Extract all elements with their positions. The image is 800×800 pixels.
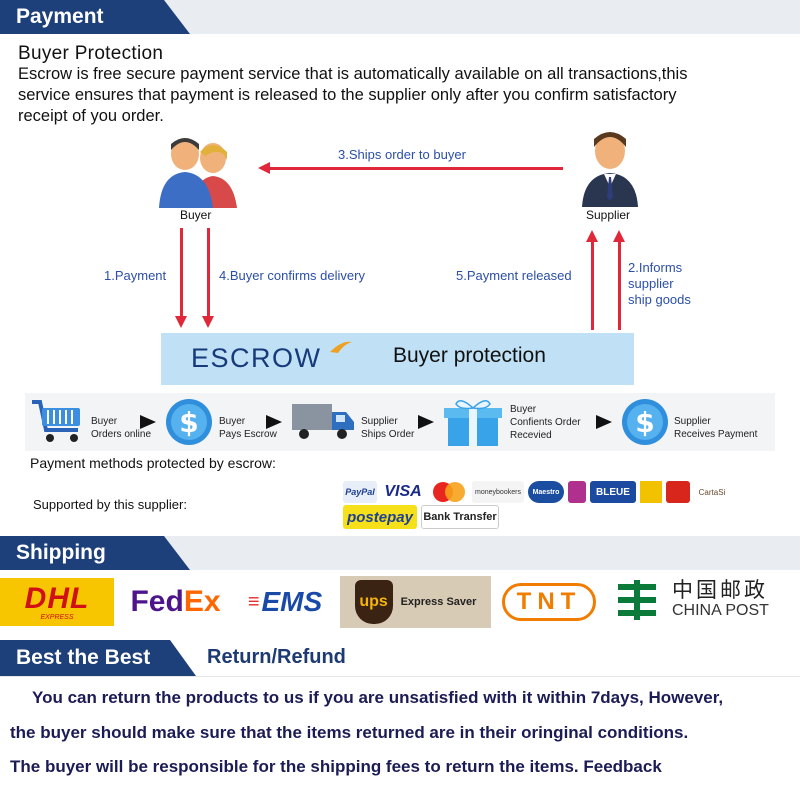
visa-logo: VISA <box>380 481 426 503</box>
buyer-protection-heading: Buyer Protection <box>18 43 164 64</box>
buyer-people-icon <box>155 130 245 210</box>
step-arrow-icon <box>418 415 434 429</box>
truck-icon <box>290 400 356 442</box>
dollar-coin-icon: $ <box>164 397 214 447</box>
paypal-logo: PayPal <box>343 481 377 503</box>
escrow-label: ESCROW <box>191 343 322 373</box>
postepay-logo: postepay <box>343 505 417 529</box>
svg-text:$: $ <box>179 406 198 439</box>
return-refund-title: Return/Refund <box>207 646 346 668</box>
ems-logo: ≡EMS <box>247 586 323 617</box>
ups-logo: ups Express Saver <box>340 576 491 628</box>
moneybookers-logo: moneybookers <box>472 481 524 503</box>
card-logo <box>568 481 586 503</box>
best-header: Best the Best <box>0 640 196 676</box>
ships-arrow <box>268 167 563 170</box>
shipping-header: Shipping <box>0 536 190 570</box>
payment-header: Payment <box>0 0 190 34</box>
dhl-logo: DHL EXPRESS <box>0 578 114 626</box>
china-post-logo: 中国邮政 CHINA POST <box>672 578 769 619</box>
ships-order-label: 3.Ships order to buyer <box>338 147 466 162</box>
step-arrow-icon <box>266 415 282 429</box>
carte-bleue-logo: BLEUE <box>590 481 636 503</box>
refund-text-line-2: the buyer should make sure that the item… <box>10 723 689 742</box>
released-arrow <box>586 230 598 330</box>
ships-arrow-head <box>258 162 270 174</box>
payment-step-label: 1.Payment <box>104 268 167 283</box>
svg-text:$: $ <box>635 406 654 439</box>
maestro-logo: Maestro <box>528 481 564 503</box>
supported-label: Supported by this supplier: <box>33 497 187 512</box>
buyer-protection-bar-label: Buyer protection <box>393 344 546 367</box>
confirms-step-label: 4.Buyer confirms delivery <box>219 268 365 283</box>
payment-arrow <box>175 228 187 328</box>
tnt-logo: TNT <box>496 580 602 624</box>
cartasi-logo: CartaSi <box>694 481 730 503</box>
bank-transfer-logo: Bank Transfer <box>421 505 499 529</box>
refund-text-line-1: You can return the products to us if you… <box>32 688 724 707</box>
buyer-protection-text: Escrow is free secure payment service th… <box>18 65 688 125</box>
escrow-bar <box>161 333 634 385</box>
supplier-label: Supplier <box>586 208 631 222</box>
dollar-coin-icon: $ <box>620 397 670 447</box>
payment-methods-title: Payment methods protected by escrow: <box>30 455 276 471</box>
informs-arrow <box>613 230 625 330</box>
cart-icon <box>30 398 86 444</box>
supplier-person-icon <box>580 125 640 207</box>
buyer-label: Buyer <box>180 208 212 222</box>
escrow-swoosh-icon <box>328 340 354 354</box>
card-logo <box>666 481 690 503</box>
step-arrow-icon <box>140 415 156 429</box>
step-arrow-icon <box>596 415 612 429</box>
china-post-icon <box>614 576 660 624</box>
mastercard-logo <box>430 481 468 503</box>
confirm-arrow <box>202 228 214 328</box>
refund-text-line-3: The buyer will be responsible for the sh… <box>10 757 662 776</box>
released-step-label: 5.Payment released <box>456 268 572 283</box>
informs-step-label: 2.Informs supplier ship goods <box>628 260 691 307</box>
gift-box-icon <box>442 396 504 448</box>
card-logo <box>640 481 662 503</box>
